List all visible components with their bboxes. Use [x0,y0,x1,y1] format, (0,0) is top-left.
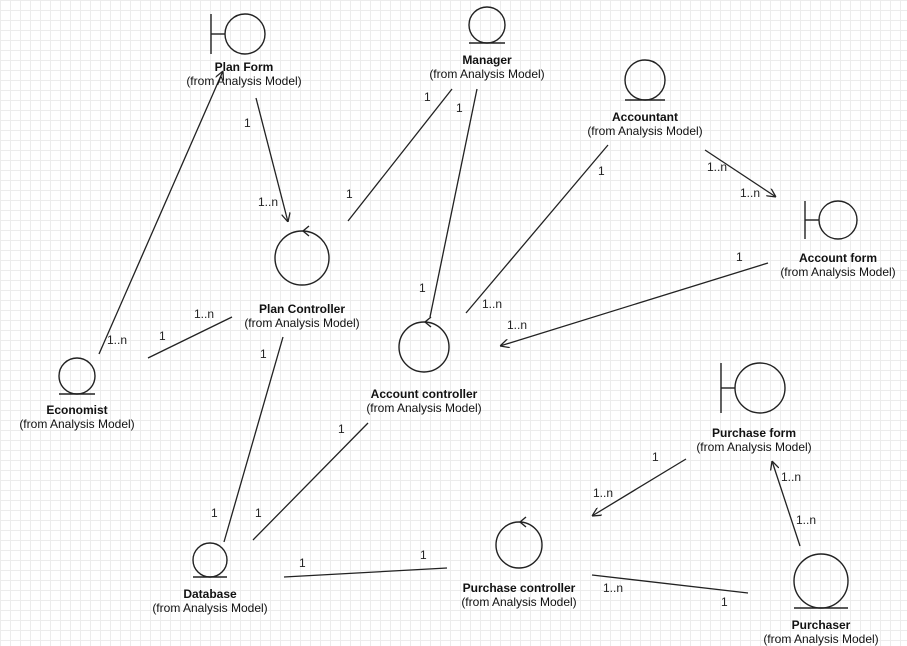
database-label: Database(from Analysis Model) [152,587,267,615]
element-name: Purchaser [791,618,851,632]
multiplicity-label: 1..n [258,195,279,209]
association-database-account-controller[interactable] [252,422,369,541]
multiplicity-label: 1 [255,506,262,520]
association-plan-form-plan-controller[interactable] [255,97,288,222]
association-purchase-form-purchase-controller[interactable] [592,458,687,516]
manager-label: Manager(from Analysis Model) [429,53,544,81]
purchase-form-label: Purchase form(from Analysis Model) [696,426,811,454]
plan-controller-label: Plan Controller(from Analysis Model) [244,302,359,330]
multiplicity-label: 1..n [107,333,128,347]
multiplicity-label: 1 [721,595,728,609]
element-subtitle: (from Analysis Model) [19,417,135,431]
element-name: Purchase controller [462,581,576,595]
element-subtitle: (from Analysis Model) [152,601,268,615]
association-account-controller-accountant[interactable] [465,144,609,314]
multiplicity-label: 1 [420,548,427,562]
purchase-controller-label: Purchase controller(from Analysis Model) [461,581,576,609]
element-name: Database [183,587,237,601]
element-name: Purchase form [711,426,797,440]
multiplicity-label: 1 [346,187,353,201]
element-name: Economist [46,403,108,417]
icons-layer [58,6,858,609]
accountant-label: Accountant(from Analysis Model) [587,110,702,138]
element-name: Plan Controller [258,302,345,316]
element-subtitle: (from Analysis Model) [587,124,703,138]
plan-controller-control-icon[interactable] [274,225,330,286]
multiplicity-label: 1..n [781,470,802,484]
economist-label: Economist(from Analysis Model) [19,403,134,431]
association-account-controller-manager[interactable] [429,88,478,318]
multiplicity-label: 1 [260,347,267,361]
element-subtitle: (from Analysis Model) [780,265,896,279]
association-purchase-controller-purchaser[interactable] [591,574,749,594]
account-form-label: Account form(from Analysis Model) [780,251,895,279]
multiplicity-label: 1 [424,90,431,104]
element-name: Manager [462,53,512,67]
purchaser-label: Purchaser(from Analysis Model) [763,618,878,646]
multiplicity-label: 1 [338,422,345,436]
purchase-controller-control-icon[interactable] [495,516,543,569]
element-name: Accountant [612,110,678,124]
association-database-plan-controller[interactable] [223,336,284,543]
element-name: Account form [799,251,877,265]
multiplicity-label: 1 [211,506,218,520]
multiplicity-label: 1..n [740,186,761,200]
association-purchaser-purchase-form[interactable] [772,461,801,547]
association-plan-controller-manager[interactable] [347,88,453,222]
multiplicity-label: 1..n [482,297,503,311]
multiplicity-label: 1..n [507,318,528,332]
plan-form-boundary-icon[interactable] [210,13,266,55]
multiplicity-label: 1 [299,556,306,570]
multiplicity-label: 1..n [603,581,624,595]
multiplicity-label: 1 [736,250,743,264]
account-controller-control-icon[interactable] [398,316,450,373]
economist-entity-icon[interactable] [58,357,96,395]
accountant-entity-icon[interactable] [624,59,666,101]
multiplicity-label: 1 [456,101,463,115]
multiplicity-label: 1 [244,116,251,130]
purchase-form-boundary-icon[interactable] [720,362,786,414]
associations-layer [98,71,801,594]
element-subtitle: (from Analysis Model) [244,316,360,330]
multiplicity-label: 1 [159,329,166,343]
multiplicity-label: 1..n [707,160,728,174]
element-subtitle: (from Analysis Model) [696,440,812,454]
element-name: Account controller [370,387,478,401]
multiplicity-label: 1..n [796,513,817,527]
element-subtitle: (from Analysis Model) [366,401,482,415]
purchaser-entity-icon[interactable] [793,553,849,609]
multiplicity-label: 1..n [194,307,215,321]
element-subtitle: (from Analysis Model) [429,67,545,81]
multiplicity-label: 1 [652,450,659,464]
multiplicity-label: 1 [419,281,426,295]
plan-form-label: Plan Form(from Analysis Model) [186,60,301,88]
element-name: Plan Form [214,60,274,74]
element-subtitle: (from Analysis Model) [186,74,302,88]
multiplicity-label: 1..n [593,486,614,500]
association-database-purchase-controller[interactable] [283,567,448,578]
association-economist-plan-controller[interactable] [147,316,233,359]
association-economist-plan-form[interactable] [98,71,223,355]
association-account-form-account-controller[interactable] [500,262,769,346]
element-subtitle: (from Analysis Model) [763,632,879,646]
association-accountant-account-form[interactable] [704,149,776,197]
database-entity-icon[interactable] [192,542,228,578]
multiplicity-label: 1 [598,164,605,178]
manager-entity-icon[interactable] [468,6,506,44]
account-form-boundary-icon[interactable] [804,200,858,240]
account-controller-label: Account controller(from Analysis Model) [366,387,481,415]
element-subtitle: (from Analysis Model) [461,595,577,609]
